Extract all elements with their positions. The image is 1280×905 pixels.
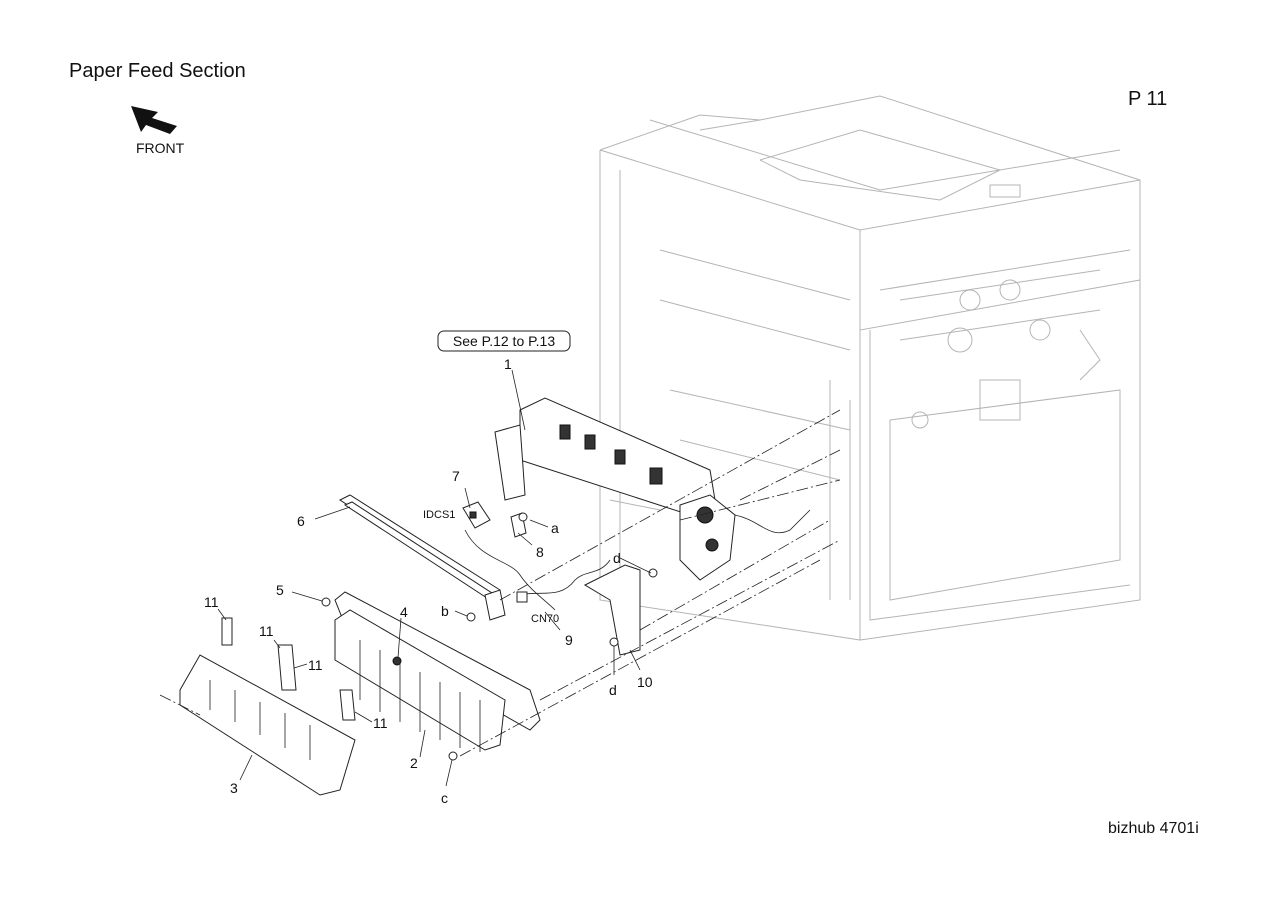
callout-6: 6 (297, 513, 305, 529)
callout-9: 9 (565, 632, 573, 648)
callout-11-b: 11 (259, 623, 274, 639)
part-11-sheets (221, 617, 356, 721)
front-arrow-icon (131, 106, 177, 134)
screw-label-a: a (551, 520, 559, 536)
screw-label-d-upper: d (613, 550, 621, 566)
screw-d-lower (609, 637, 619, 647)
screw-d-upper (648, 568, 658, 578)
callout-3: 3 (230, 780, 238, 796)
callout-11-c: 11 (308, 657, 323, 673)
screw-b (466, 612, 476, 622)
callout-4: 4 (400, 604, 408, 620)
part-9-harness (516, 559, 611, 603)
part-2-lower-guide (334, 591, 541, 752)
callout-2: 2 (410, 755, 418, 771)
screw-c (448, 751, 458, 761)
assembly-lines (159, 409, 841, 757)
page-title: Paper Feed Section (69, 60, 246, 82)
callout-11-d: 11 (373, 715, 388, 731)
screw-5 (321, 597, 331, 607)
screw-label-d-lower: d (609, 682, 617, 698)
reference-box: See P.12 to P.13 (437, 330, 571, 352)
callout-5: 5 (276, 582, 284, 598)
part-10-cover (583, 564, 641, 656)
connector-label-idcs1: IDCS1 (423, 509, 455, 521)
callout-10: 10 (637, 674, 653, 690)
page-number: P 11 (1128, 88, 1168, 110)
part-3-guide-plate (179, 654, 356, 796)
reference-box-text: See P.12 to P.13 (453, 333, 555, 349)
screw-label-c: c (441, 790, 448, 806)
callout-7: 7 (452, 468, 460, 484)
callout-1: 1 (504, 356, 512, 372)
front-label: FRONT (136, 140, 185, 156)
connector-label-cn70: CN70 (531, 613, 559, 625)
callout-11-a: 11 (204, 594, 219, 610)
machine-frame (599, 95, 1141, 641)
screw-label-b: b (441, 603, 449, 619)
leader-lines (217, 369, 652, 787)
screw-a (518, 512, 528, 522)
part-6-guide-bar (338, 494, 506, 621)
part-7-sensor-board (462, 501, 556, 611)
part-1-feed-unit (494, 397, 811, 581)
callout-8: 8 (536, 544, 544, 560)
model-name: bizhub 4701i (1108, 820, 1199, 837)
